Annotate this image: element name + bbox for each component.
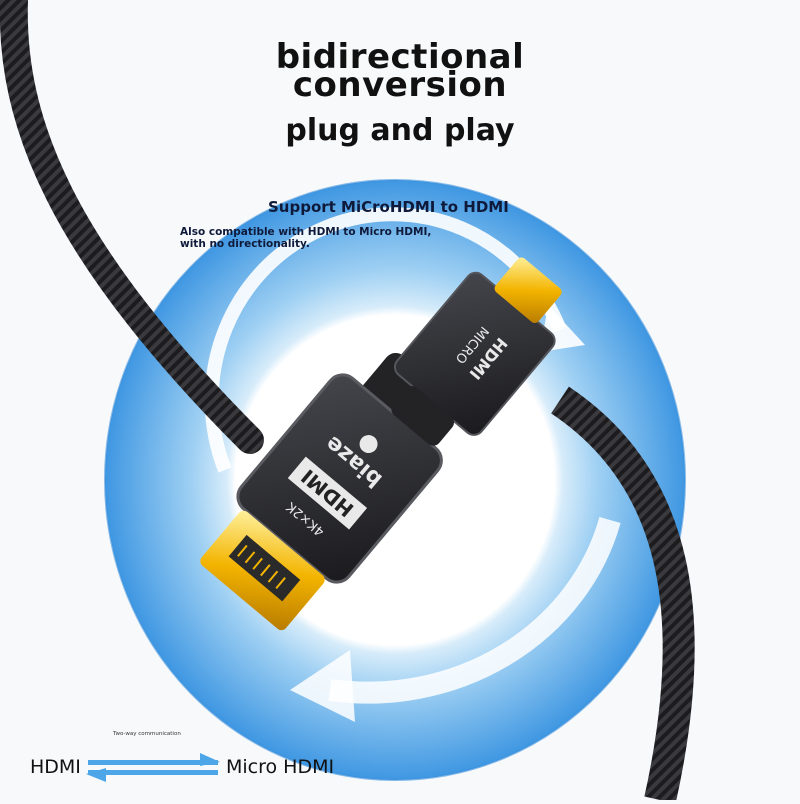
headline-line-3: plug and play <box>285 113 515 148</box>
micro-hdmi-connector: MICRO HDMI <box>391 257 562 446</box>
support-text: Support MiCroHDMI to HDMI <box>268 198 509 216</box>
label-hdmi: HDMI <box>30 756 81 778</box>
label-micro-hdmi: Micro HDMI <box>226 756 335 778</box>
circular-arrow-bottom-icon <box>328 517 621 704</box>
brand-logo-icon <box>359 435 378 454</box>
headline-line-1: bidirectional <box>275 37 525 77</box>
compat-text: Also compatible with HDMI to Micro HDMI,… <box>180 226 432 250</box>
headline-line-2: conversion <box>292 65 508 105</box>
cable-right <box>551 386 695 804</box>
cable-top-left <box>0 0 264 454</box>
micro-hdmi-gold-plug <box>494 257 562 324</box>
two-way-caption: Two-way communication <box>113 731 181 737</box>
bidirectional-arrows-icon <box>86 753 220 782</box>
circular-arrow-bottom-head-icon <box>290 650 355 722</box>
ring-outer-dark <box>104 179 686 781</box>
